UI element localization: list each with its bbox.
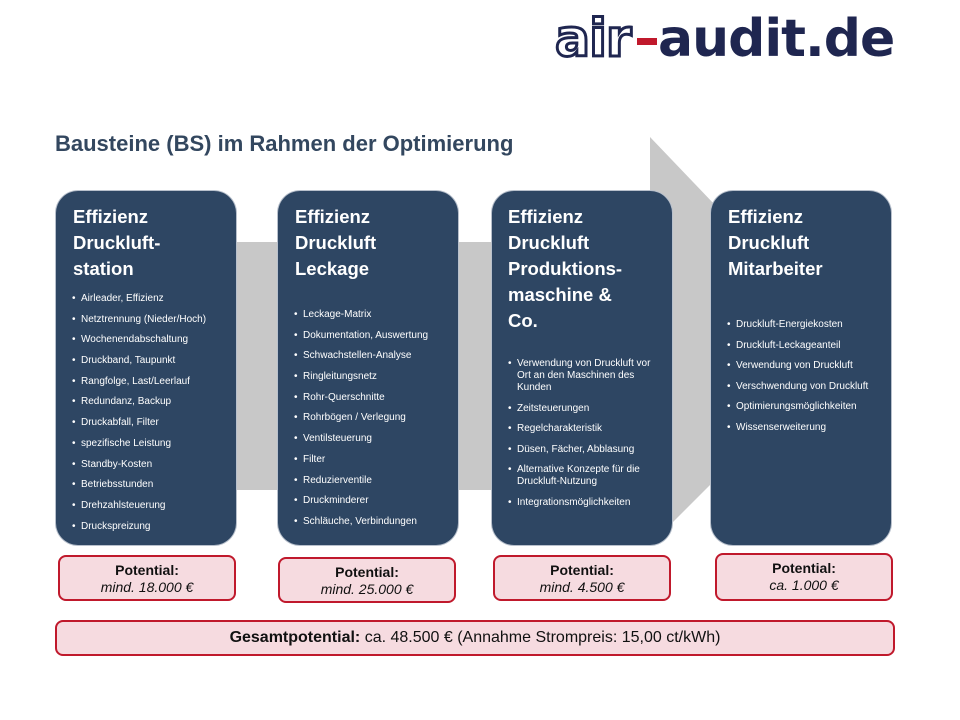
connector-2-3 xyxy=(458,242,492,490)
card-heading: Effizienz Druckluft- station xyxy=(73,206,161,279)
list-item: Druckspreizung xyxy=(72,521,206,533)
potential-value: ca. 1.000 € xyxy=(769,577,839,593)
list-item: Druckband, Taupunkt xyxy=(72,355,206,367)
list-item: Druckluft-Energiekosten xyxy=(727,319,887,331)
list-item: Ventilsteuerung xyxy=(294,433,428,445)
list-item: Integrationsmöglichkeiten xyxy=(508,497,664,509)
card-bullet-list: Verwendung von Druckluft vor Ort an den … xyxy=(508,358,664,517)
card-produktionsmaschine: Effizienz Druckluft Produktions- maschin… xyxy=(492,191,672,545)
list-item: Dokumentation, Auswertung xyxy=(294,330,428,342)
list-item: Rohrbögen / Verlegung xyxy=(294,412,428,424)
list-item: Druckluft-Leckageanteil xyxy=(727,340,887,352)
list-item: Rangfolge, Last/Leerlauf xyxy=(72,376,206,388)
potential-label: Potential: xyxy=(335,564,399,580)
total-value: ca. 48.500 € (Annahme Strompreis: 15,00 … xyxy=(360,629,721,646)
list-item: Betriebsstunden xyxy=(72,479,206,491)
list-item: Verschwendung von Druckluft xyxy=(727,381,887,393)
list-item: Standby-Kosten xyxy=(72,459,206,471)
list-item: Regelcharakteristik xyxy=(508,423,664,435)
list-item: Redundanz, Backup xyxy=(72,396,206,408)
svg-text:air: air xyxy=(555,14,632,64)
card-heading: Effizienz Druckluft Produktions- maschin… xyxy=(508,206,623,331)
card-bullet-list: Druckluft-Energiekosten Druckluft-Leckag… xyxy=(727,319,887,442)
page-title: Bausteine (BS) im Rahmen der Optimierung xyxy=(55,131,514,156)
total-label: Gesamtpotential: xyxy=(229,629,361,646)
list-item: Optimierungsmöglichkeiten xyxy=(727,401,887,413)
list-item: Drehzahlsteuerung xyxy=(72,500,206,512)
list-item: Filter xyxy=(294,454,428,466)
list-item: Netztrennung (Nieder/Hoch) xyxy=(72,314,206,326)
potential-label: Potential: xyxy=(115,562,179,578)
list-item: Reduzierventile xyxy=(294,475,428,487)
list-item: Schläuche, Verbindungen xyxy=(294,516,428,528)
svg-text:audit.de: audit.de xyxy=(658,14,894,64)
card-heading: Effizienz Druckluft Leckage xyxy=(295,206,377,279)
potential-box-4: Potential: ca. 1.000 € xyxy=(715,553,893,601)
potential-box-2: Potential: mind. 25.000 € xyxy=(278,557,456,603)
potential-value: mind. 25.000 € xyxy=(320,581,414,597)
list-item: Zeitsteuerungen xyxy=(508,403,664,415)
list-item: Verwendung von Druckluft xyxy=(727,360,887,372)
card-bullet-list: Airleader, Effizienz Netztrennung (Niede… xyxy=(72,293,206,541)
card-leckage: Effizienz Druckluft Leckage Leckage-Matr… xyxy=(278,191,458,545)
list-item: Wochenendabschaltung xyxy=(72,334,206,346)
list-item: Verwendung von Druckluft vor Ort an den … xyxy=(508,358,664,394)
list-item: Düsen, Fächer, Abblasung xyxy=(508,444,664,456)
list-item: Alternative Konzepte für die Druckluft-N… xyxy=(508,464,664,488)
potential-value: mind. 18.000 € xyxy=(100,579,194,595)
list-item: Leckage-Matrix xyxy=(294,309,428,321)
list-item: Druckabfall, Filter xyxy=(72,417,206,429)
potential-label: Potential: xyxy=(772,560,836,576)
airaudit-logo: air audit.de xyxy=(555,14,895,64)
card-bullet-list: Leckage-Matrix Dokumentation, Auswertung… xyxy=(294,309,428,537)
list-item: Wissenserweiterung xyxy=(727,422,887,434)
potential-box-1: Potential: mind. 18.000 € xyxy=(58,555,236,601)
potential-value: mind. 4.500 € xyxy=(539,579,625,595)
list-item: Airleader, Effizienz xyxy=(72,293,206,305)
total-potential-box: Gesamtpotential: ca. 48.500 € (Annahme S… xyxy=(55,620,895,656)
potential-label: Potential: xyxy=(550,562,614,578)
list-item: Ringleitungsnetz xyxy=(294,371,428,383)
connector-1-2 xyxy=(236,242,278,490)
potential-box-3: Potential: mind. 4.500 € xyxy=(493,555,671,601)
card-mitarbeiter: Effizienz Druckluft Mitarbeiter Druckluf… xyxy=(711,191,891,545)
list-item: spezifische Leistung xyxy=(72,438,206,450)
card-heading: Effizienz Druckluft Mitarbeiter xyxy=(728,206,823,279)
card-druckluftstation: Effizienz Druckluft- station Airleader, … xyxy=(56,191,236,545)
list-item: Rohr-Querschnitte xyxy=(294,392,428,404)
list-item: Schwachstellen-Analyse xyxy=(294,350,428,362)
list-item: Druckminderer xyxy=(294,495,428,507)
